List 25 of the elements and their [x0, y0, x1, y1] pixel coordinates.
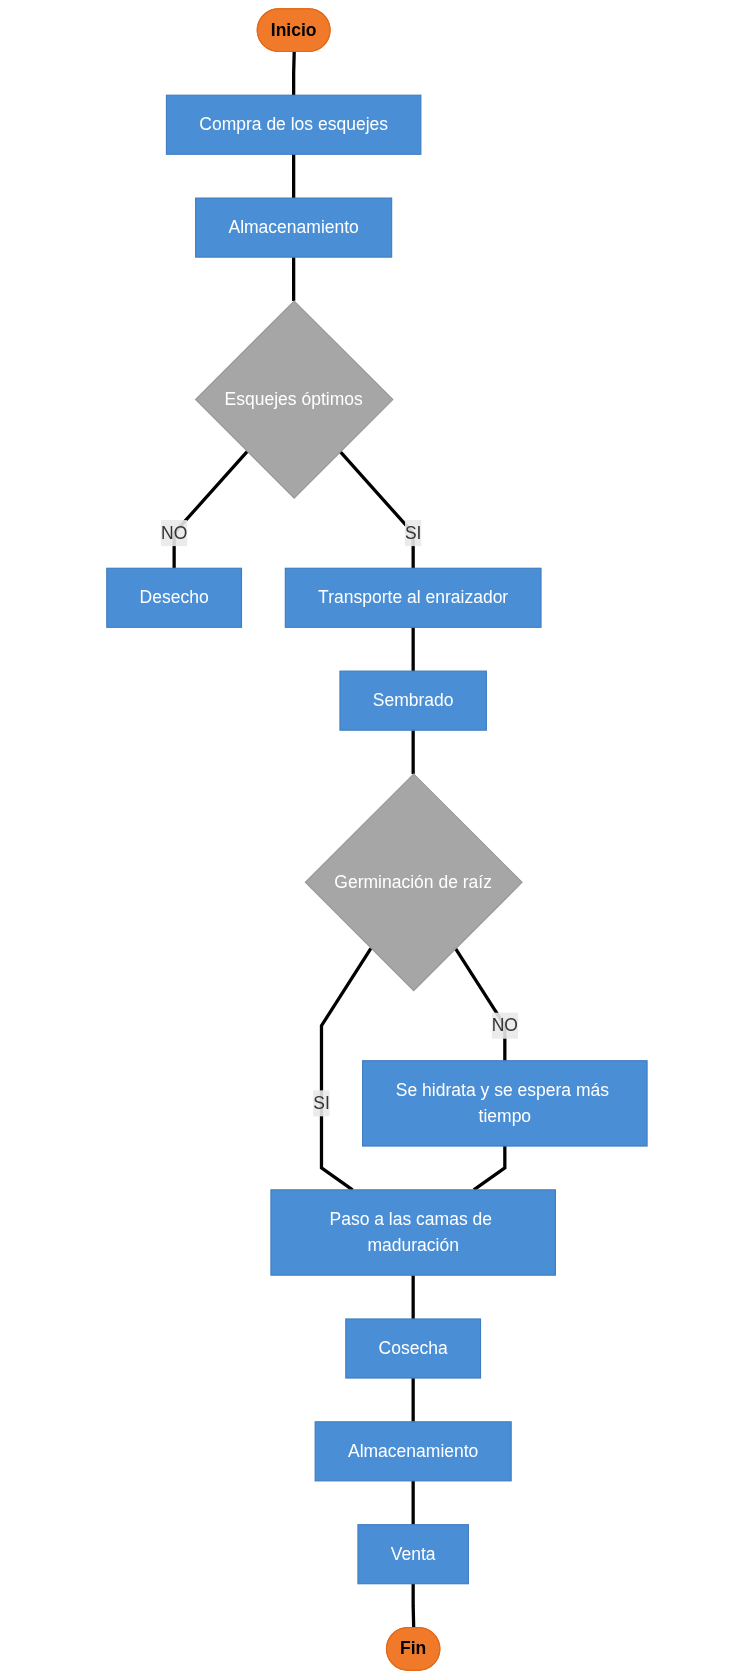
node-box: Almacenamiento [314, 1421, 512, 1482]
connector [291, 257, 295, 301]
node-box: Compra de los esquejes [165, 94, 421, 155]
node-box: Venta [356, 1524, 469, 1585]
edge-label: NO [160, 523, 187, 542]
edge-label: NO [491, 1015, 518, 1035]
node-box: Se hidrata y se espera más tiempo [361, 1060, 648, 1147]
edge-label: SI [404, 523, 422, 542]
node-box: Almacenamiento [194, 197, 392, 258]
node-diamond: Germinación de raíz [304, 773, 523, 992]
connector [411, 1275, 415, 1319]
connector [411, 1480, 415, 1525]
node-box: Transporte al enraizador [284, 567, 542, 628]
node-box: Desecho [105, 567, 242, 628]
edge-label: SI [312, 1093, 330, 1113]
connector [411, 1378, 415, 1422]
node-box: Paso a las camas de maduración [269, 1189, 556, 1276]
node-box: Cosecha [344, 1318, 481, 1379]
connector [291, 51, 296, 96]
connector [411, 1583, 415, 1629]
node-box: Sembrado [338, 670, 487, 731]
node-diamond: Esquejes óptimos [194, 300, 394, 499]
connector [291, 154, 295, 199]
connector [411, 730, 415, 774]
connector [411, 627, 415, 672]
